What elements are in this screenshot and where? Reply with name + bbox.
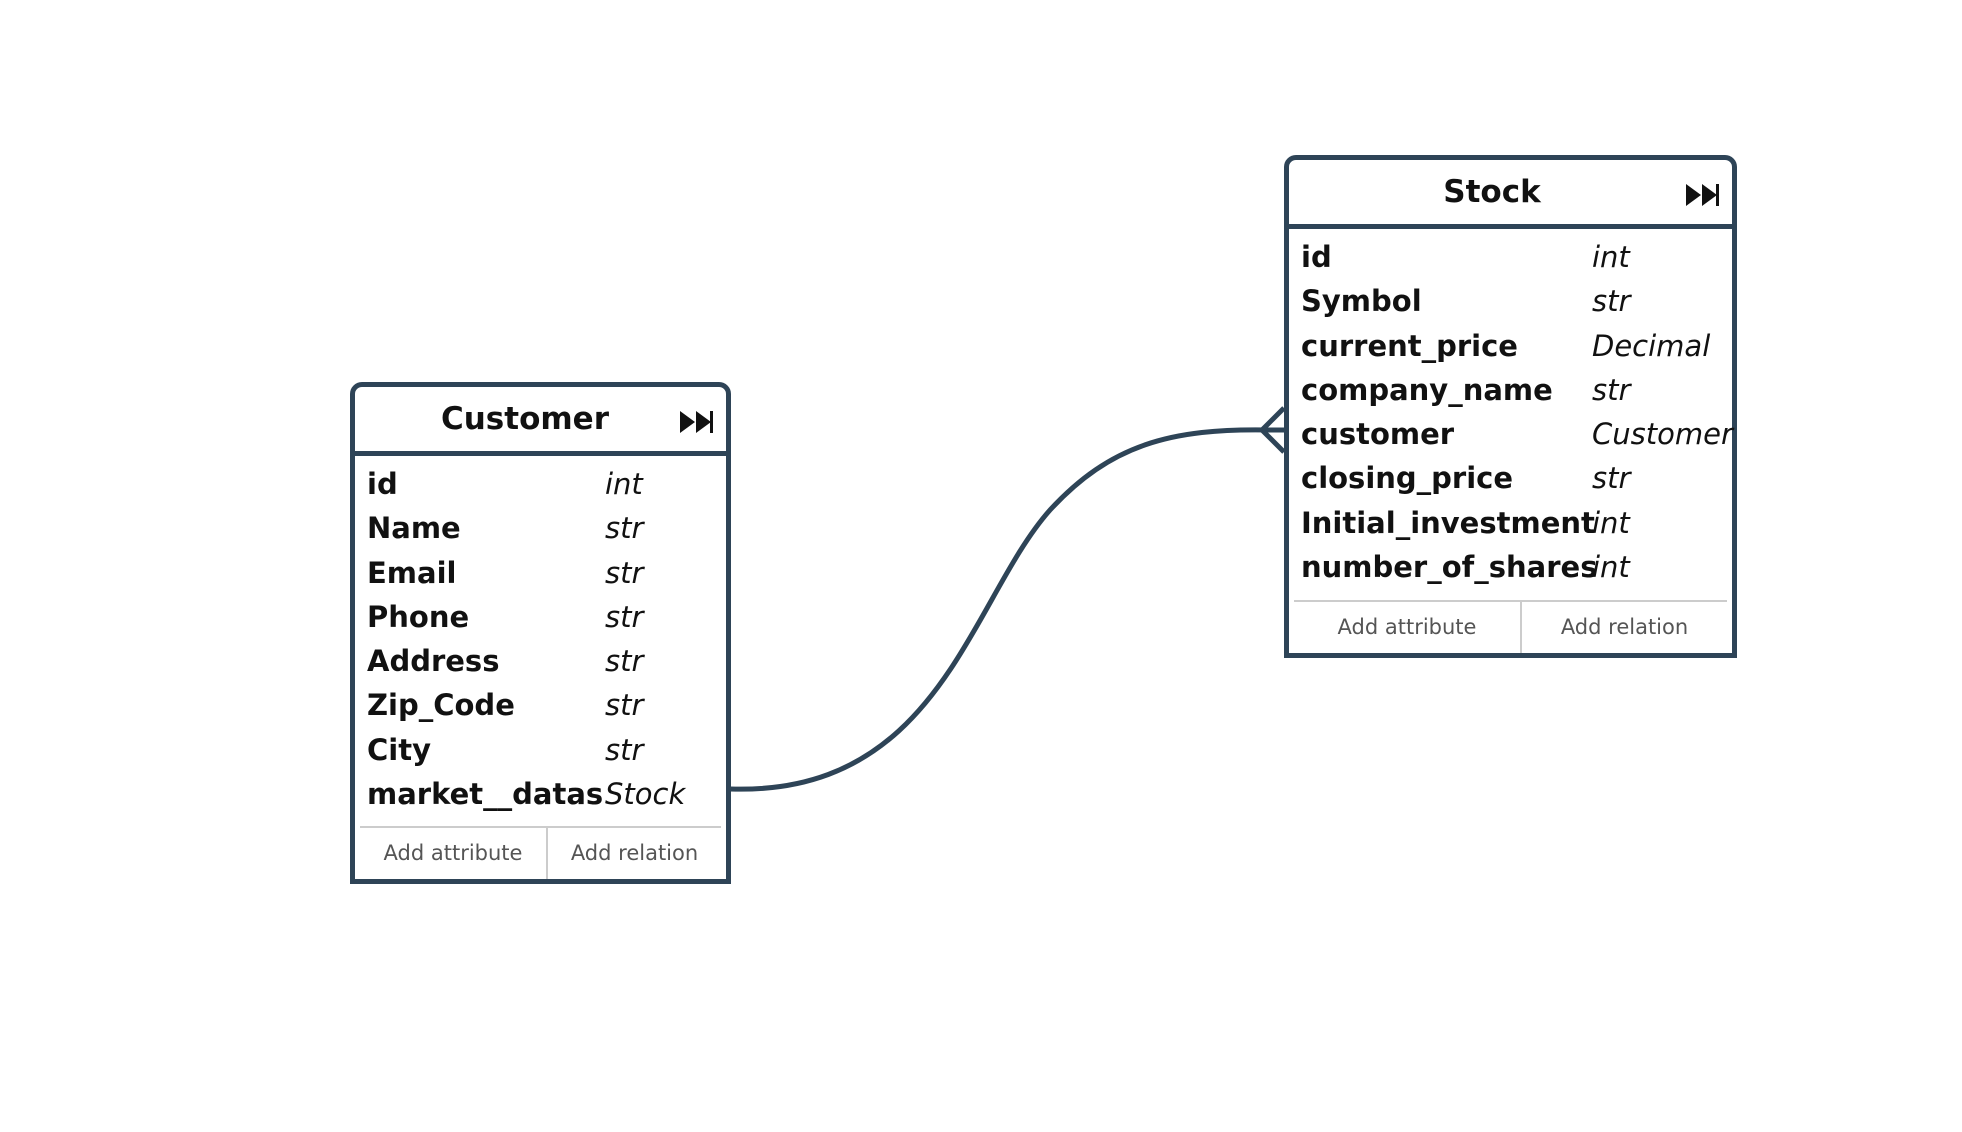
attribute-type: Decimal [1592,328,1711,363]
fast-forward-icon[interactable] [1684,182,1720,208]
attribute-row[interactable]: market__datas Stock [355,772,726,816]
attribute-name: id [1301,240,1332,274]
add-relation-button[interactable]: Add relation [570,841,699,865]
attribute-type: str [605,644,644,679]
attribute-type: str [605,599,644,634]
add-attribute-button[interactable]: Add attribute [1294,602,1522,653]
attribute-type: str [605,511,644,546]
entity-stock[interactable]: Stock id int Symbol str current_price De… [1284,155,1737,658]
attribute-row[interactable]: closing_price str [1289,456,1732,500]
entity-footer: Add attribute Add relation [360,826,721,879]
attribute-name: current_price [1301,328,1518,363]
attribute-name: Phone [367,599,470,634]
attribute-row[interactable]: customer Customer [1289,412,1733,456]
attribute-row[interactable]: Address str [355,639,726,683]
entity-header[interactable]: Stock [1289,160,1732,229]
attribute-type: str [605,688,644,723]
entity-title: Stock [1443,174,1541,210]
attribute-type: str [605,555,644,590]
attribute-row[interactable]: Name str [355,506,726,550]
attribute-row[interactable]: Symbol str [1289,279,1732,323]
add-attribute-button[interactable]: Add attribute [360,828,548,879]
attribute-row[interactable]: id int [355,462,726,506]
add-relation-button[interactable]: Add relation [1560,615,1689,639]
entity-footer: Add attribute Add relation [1294,600,1727,653]
attribute-row[interactable]: City str [355,728,726,772]
attribute-row[interactable]: Zip_Code str [355,683,726,727]
attribute-name: customer [1301,417,1455,452]
attribute-name: Name [367,511,461,546]
attribute-name: Zip_Code [367,688,515,723]
attribute-row[interactable]: id int [1289,235,1732,279]
attribute-type: int [1592,550,1630,585]
attribute-type: str [1592,372,1631,407]
attribute-name: City [367,732,431,767]
entity-header[interactable]: Customer [355,387,726,456]
attribute-row[interactable]: Initial_investment int [1289,501,1732,545]
attribute-type: str [605,732,644,767]
attribute-name: id [367,467,398,501]
attribute-type: int [1592,240,1630,274]
entity-customer[interactable]: Customer id int Name str Email str Phone… [350,382,731,884]
attribute-name: Email [367,555,457,590]
attribute-name: market__datas [367,777,604,812]
attribute-type: int [605,467,643,501]
attribute-name: Symbol [1301,284,1422,319]
crows-foot-many-icon [1258,406,1286,454]
attribute-type: int [1592,505,1630,540]
fast-forward-icon[interactable] [678,409,714,435]
attribute-row[interactable]: Phone str [355,595,726,639]
attribute-name: Address [367,644,500,679]
attribute-type: Customer [1592,417,1733,452]
attribute-list: id int Symbol str current_price Decimal … [1289,229,1733,589]
attribute-row[interactable]: number_of_shares int [1289,545,1732,589]
attribute-name: closing_price [1301,461,1514,496]
attribute-name: company_name [1301,372,1553,407]
attribute-row[interactable]: company_name str [1289,368,1732,412]
entity-title: Customer [440,401,609,437]
relation-line[interactable] [729,427,1271,792]
attribute-row[interactable]: Email str [355,551,726,595]
attribute-type: str [1592,461,1631,496]
attribute-name: Initial_investment [1301,505,1595,540]
attribute-type: str [1592,284,1631,319]
attribute-list: id int Name str Email str Phone str Addr… [355,456,726,816]
attribute-row[interactable]: current_price Decimal [1289,324,1732,368]
attribute-type: Stock [605,777,686,812]
attribute-name: number_of_shares [1301,550,1598,585]
